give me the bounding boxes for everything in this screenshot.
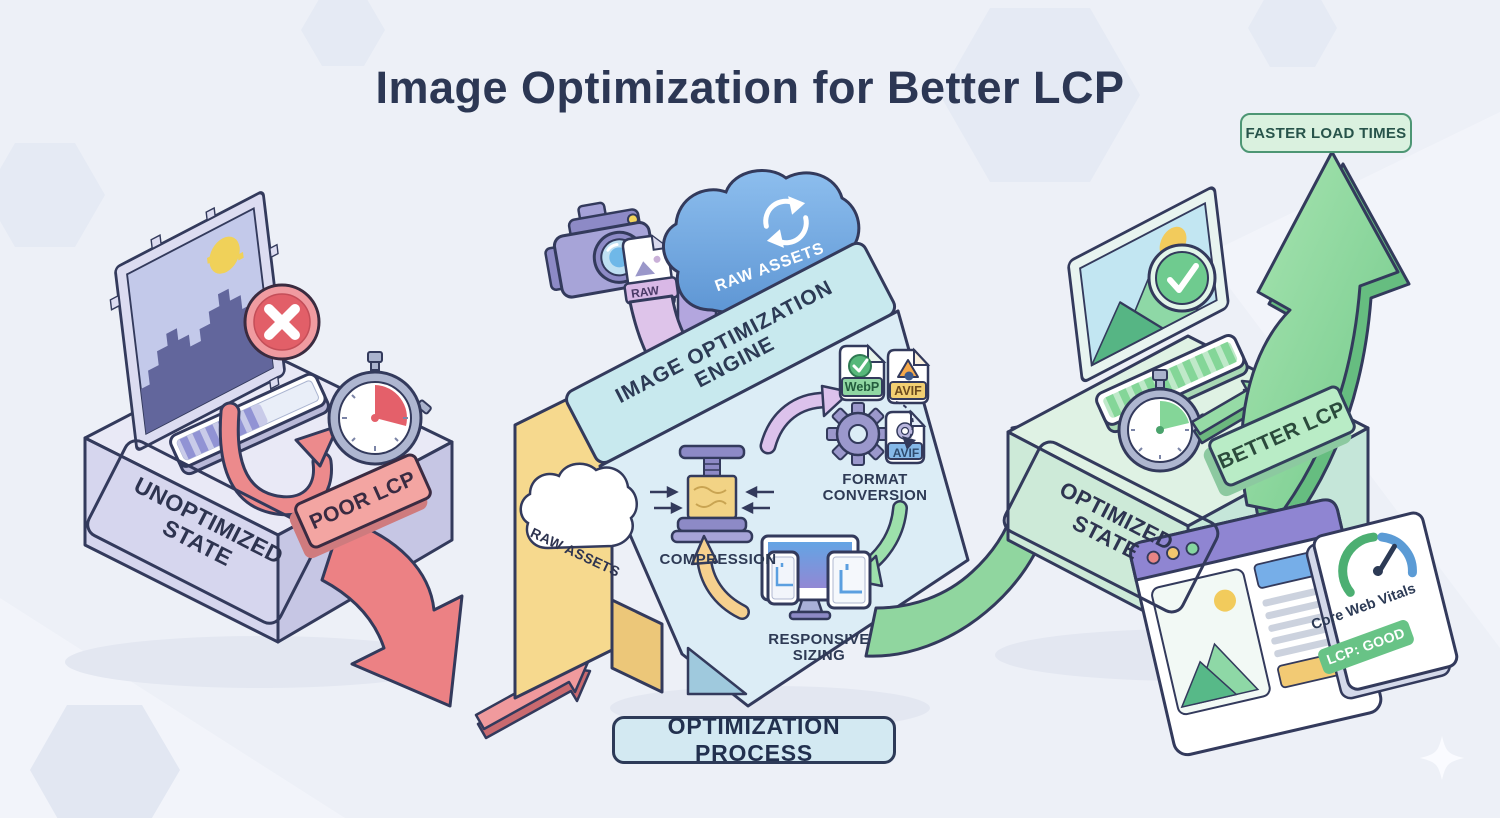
format-arrow [759, 384, 852, 455]
gear-icon [826, 402, 890, 466]
webp-file-icon [838, 343, 887, 402]
raw-assets-panel-cloud [519, 462, 638, 550]
stopwatch-fast [1117, 369, 1212, 473]
compression-press-icon [650, 444, 774, 544]
cycle-arrow [690, 534, 750, 620]
devices-icon [760, 534, 872, 621]
speedometer-gauge [1338, 532, 1417, 597]
error-badge-icon [243, 283, 321, 361]
tablet-icon [826, 550, 872, 610]
background-hexagons [30, 705, 180, 818]
avif-file-icon [886, 347, 931, 405]
pixelated-image [109, 191, 286, 451]
success-badge-icon [1147, 243, 1217, 313]
sparkle-icon [1420, 736, 1464, 780]
gear-dashed-arrow [895, 401, 914, 443]
phone-icon [766, 550, 800, 606]
sync-icon [763, 196, 809, 248]
loading-bar-slow [169, 372, 330, 476]
